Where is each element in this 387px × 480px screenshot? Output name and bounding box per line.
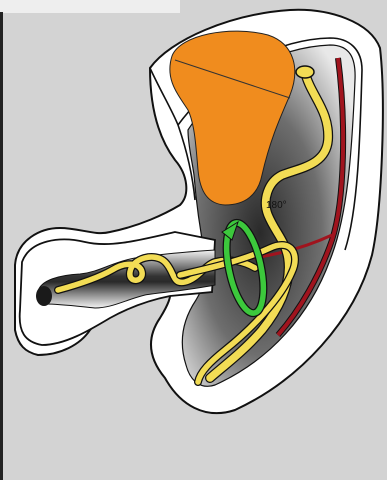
stalk-opening bbox=[36, 286, 52, 306]
top-strip bbox=[0, 0, 180, 13]
left-edge-line bbox=[0, 12, 3, 480]
rotation-angle-label: 180° bbox=[266, 200, 287, 211]
